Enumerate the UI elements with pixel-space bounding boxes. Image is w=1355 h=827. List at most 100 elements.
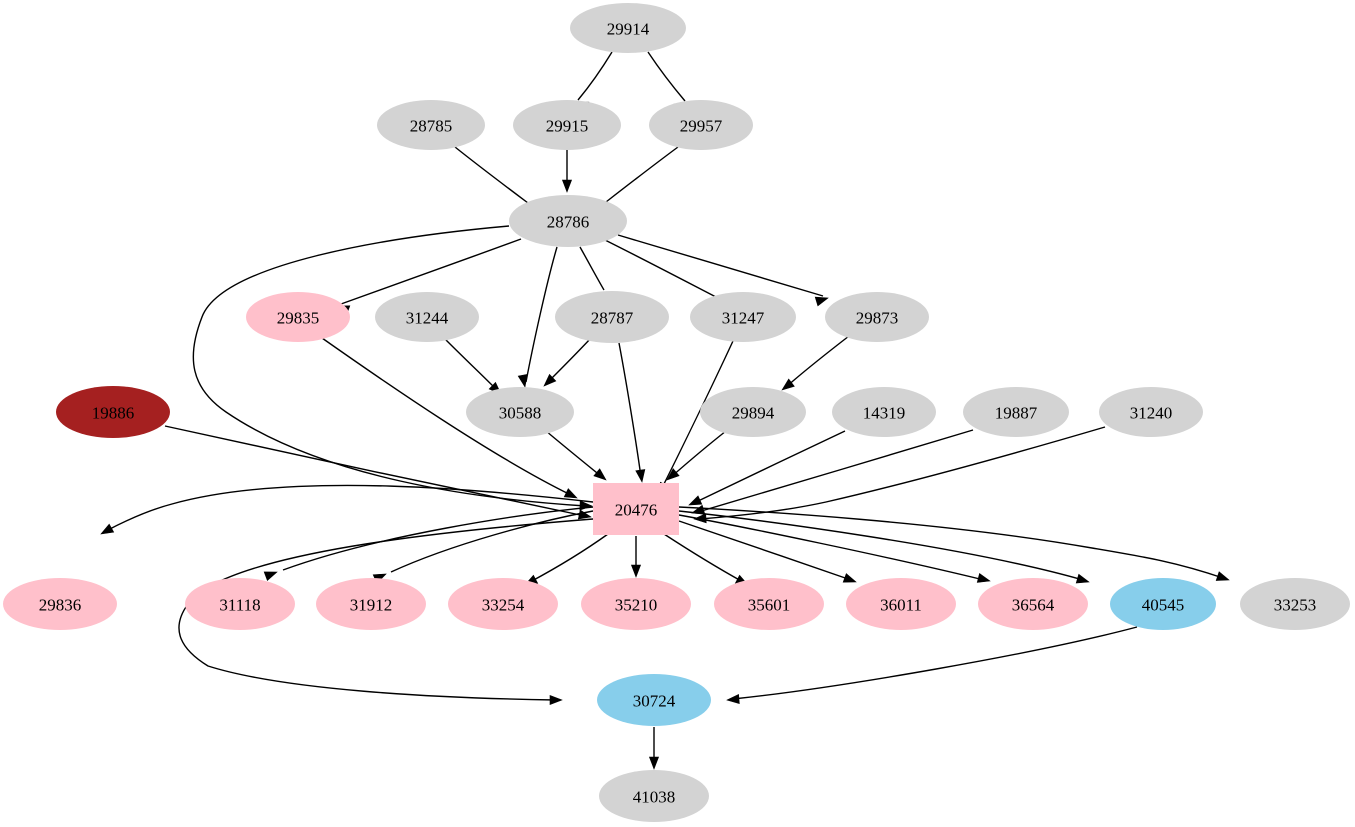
graph-node-31118[interactable]: 31118 bbox=[185, 578, 295, 630]
edge-arrowhead bbox=[561, 179, 573, 193]
edge-line bbox=[164, 425, 586, 517]
edge-line bbox=[663, 533, 744, 583]
graph-node-29894[interactable]: 29894 bbox=[700, 387, 806, 437]
graph-node-31912[interactable]: 31912 bbox=[316, 578, 426, 630]
graph-edge bbox=[602, 146, 679, 216]
graph-node-36564[interactable]: 36564 bbox=[978, 578, 1088, 630]
node-shape[interactable] bbox=[316, 578, 426, 630]
node-shape[interactable] bbox=[509, 195, 627, 247]
graph-node-29836[interactable]: 29836 bbox=[3, 578, 117, 630]
edge-line bbox=[529, 533, 609, 583]
node-shape[interactable] bbox=[597, 674, 711, 726]
edge-line bbox=[604, 239, 717, 298]
edge-arrowhead bbox=[688, 495, 703, 506]
node-shape[interactable] bbox=[1240, 578, 1350, 630]
graph-node-28786[interactable]: 28786 bbox=[509, 195, 627, 247]
graph-edge bbox=[630, 536, 642, 578]
node-shape[interactable] bbox=[513, 100, 621, 150]
node-shape[interactable] bbox=[978, 578, 1088, 630]
graph-node-31240[interactable]: 31240 bbox=[1099, 387, 1203, 437]
graph-edge bbox=[164, 425, 592, 520]
edge-line bbox=[525, 246, 558, 383]
node-shape[interactable] bbox=[599, 770, 709, 822]
graph-edge bbox=[688, 430, 846, 506]
edge-line bbox=[192, 225, 587, 507]
graph-node-31247[interactable]: 31247 bbox=[690, 292, 796, 342]
graph-edge bbox=[561, 150, 573, 193]
node-shape[interactable] bbox=[825, 292, 929, 342]
graph-node-20476[interactable]: 20476 bbox=[593, 483, 679, 535]
node-shape[interactable] bbox=[375, 292, 479, 342]
graph-node-19887[interactable]: 19887 bbox=[963, 387, 1069, 437]
graph-edge bbox=[618, 342, 646, 483]
edge-arrowhead bbox=[814, 296, 829, 307]
node-shape[interactable] bbox=[185, 578, 295, 630]
graph-node-30588[interactable]: 30588 bbox=[466, 387, 574, 437]
graph-node-19886[interactable]: 19886 bbox=[56, 386, 170, 438]
node-shape[interactable] bbox=[3, 578, 117, 630]
graph-node-31244[interactable]: 31244 bbox=[375, 292, 479, 342]
edge-arrowhead bbox=[635, 469, 646, 483]
graph-node-29914[interactable]: 29914 bbox=[570, 3, 686, 53]
edge-line bbox=[697, 429, 974, 513]
graph-edge bbox=[545, 430, 607, 481]
graph-edge bbox=[678, 510, 1090, 584]
node-shape[interactable] bbox=[581, 578, 691, 630]
edge-arrowhead bbox=[666, 468, 680, 481]
graph-node-33253[interactable]: 33253 bbox=[1240, 578, 1350, 630]
node-shape[interactable] bbox=[56, 386, 170, 438]
node-shape[interactable] bbox=[714, 578, 824, 630]
graph-node-28787[interactable]: 28787 bbox=[555, 291, 669, 343]
graph-node-35601[interactable]: 35601 bbox=[714, 578, 824, 630]
graph-node-29835[interactable]: 29835 bbox=[246, 292, 350, 342]
edge-line bbox=[443, 337, 499, 392]
edge-arrowhead bbox=[726, 693, 740, 705]
edge-arrowhead bbox=[100, 523, 115, 535]
graph-edge bbox=[263, 506, 594, 582]
node-shape[interactable] bbox=[448, 578, 558, 630]
node-shape[interactable] bbox=[700, 387, 806, 437]
node-shape[interactable] bbox=[649, 100, 753, 150]
edge-arrowhead bbox=[842, 573, 857, 583]
graph-edge bbox=[524, 533, 609, 586]
edge-line bbox=[178, 518, 594, 701]
edge-line bbox=[282, 506, 594, 571]
edge-arrowhead bbox=[976, 573, 991, 583]
node-shape[interactable] bbox=[570, 3, 686, 53]
edge-line bbox=[546, 337, 592, 384]
graph-node-29957[interactable]: 29957 bbox=[649, 100, 753, 150]
edge-arrowhead bbox=[1215, 571, 1230, 581]
node-shape[interactable] bbox=[1099, 387, 1203, 437]
graph-node-29915[interactable]: 29915 bbox=[513, 100, 621, 150]
graph-node-41038[interactable]: 41038 bbox=[599, 770, 709, 822]
graph-node-33254[interactable]: 33254 bbox=[448, 578, 558, 630]
edge-arrowhead bbox=[630, 564, 642, 578]
node-shape[interactable] bbox=[963, 387, 1069, 437]
graph-node-29873[interactable]: 29873 bbox=[825, 292, 929, 342]
graph-node-40545[interactable]: 40545 bbox=[1110, 578, 1216, 630]
node-shape[interactable] bbox=[466, 387, 574, 437]
edge-line bbox=[340, 238, 522, 305]
graph-node-28785[interactable]: 28785 bbox=[377, 100, 485, 150]
graph-edge bbox=[678, 514, 991, 583]
graph-node-30724[interactable]: 30724 bbox=[597, 674, 711, 726]
node-shape[interactable] bbox=[690, 292, 796, 342]
node-shape[interactable] bbox=[832, 387, 936, 437]
node-shape[interactable] bbox=[846, 578, 956, 630]
edge-arrowhead bbox=[543, 373, 557, 387]
graph-node-36011[interactable]: 36011 bbox=[846, 578, 956, 630]
graph-edge bbox=[617, 234, 829, 307]
node-shape[interactable] bbox=[593, 483, 679, 535]
graph-edge bbox=[100, 484, 594, 535]
graph-edge bbox=[678, 506, 1230, 581]
graph-node-14319[interactable]: 14319 bbox=[832, 387, 936, 437]
node-shape[interactable] bbox=[555, 291, 669, 343]
graph-node-35210[interactable]: 35210 bbox=[581, 578, 691, 630]
node-shape[interactable] bbox=[246, 292, 350, 342]
node-shape[interactable] bbox=[1110, 578, 1216, 630]
node-shape[interactable] bbox=[377, 100, 485, 150]
edge-line bbox=[579, 246, 605, 291]
edge-arrowhead bbox=[517, 373, 528, 388]
edge-arrowhead bbox=[593, 468, 607, 481]
